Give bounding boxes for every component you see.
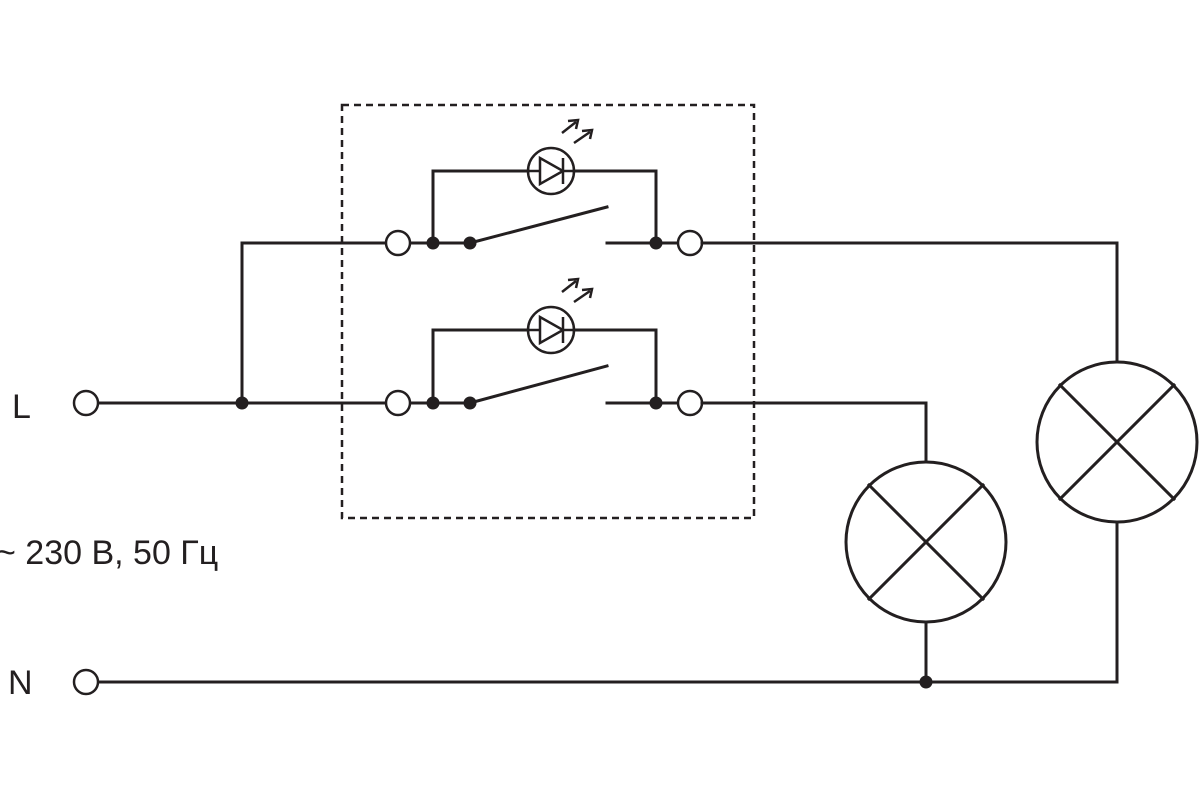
led-icon: [526, 277, 594, 355]
output-wiring: [96, 241, 1119, 689]
lamp-icon: [844, 460, 1008, 624]
switch-channel-1: [384, 118, 704, 257]
switch-enclosure: [340, 103, 756, 520]
label-neutral: N: [8, 664, 33, 702]
switch-contact-icon: [468, 364, 609, 405]
switch-channel-2: [384, 277, 704, 417]
label-line: L: [12, 388, 31, 426]
terminal-icon: [384, 229, 412, 257]
terminal-icon: [676, 229, 704, 257]
label-supply: ~ 230 В, 50 Гц: [0, 534, 218, 572]
switch-contact-icon: [468, 205, 609, 245]
terminal-icon: [72, 389, 100, 417]
terminal-icon: [384, 389, 412, 417]
terminal-icon: [72, 668, 100, 696]
terminal-icon: [676, 389, 704, 417]
led-icon: [526, 118, 594, 196]
lamp-icon: [1035, 360, 1199, 524]
